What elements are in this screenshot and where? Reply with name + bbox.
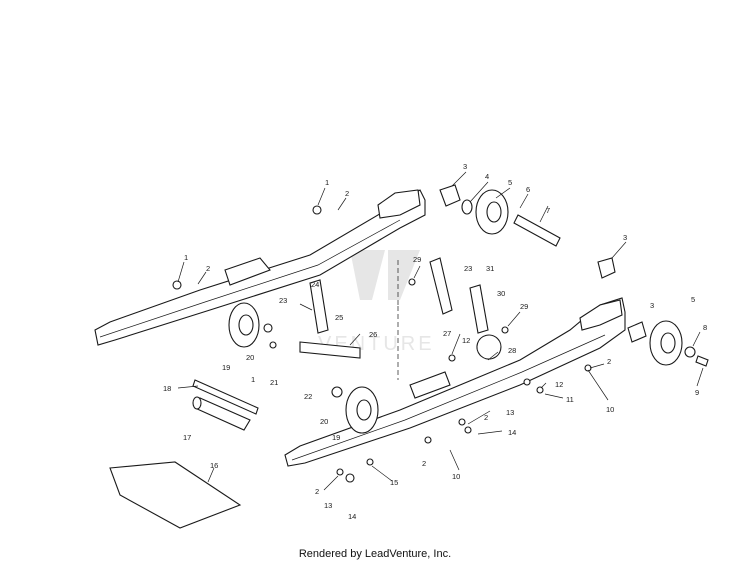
callout-5: 5 — [508, 178, 512, 187]
callout-2: 2 — [422, 459, 426, 468]
callout-7: 7 — [546, 206, 550, 215]
callout-22: 22 — [304, 392, 312, 401]
callout-11: 11 — [566, 395, 574, 404]
callout-23: 23 — [464, 264, 472, 273]
callout-21: 21 — [270, 378, 278, 387]
callout-24: 24 — [311, 280, 319, 289]
callout-1: 1 — [184, 253, 188, 262]
watermark-logo — [350, 250, 420, 300]
callout-10: 10 — [452, 472, 460, 481]
callout-14: 14 — [348, 512, 356, 521]
callout-12: 12 — [555, 380, 563, 389]
callout-19: 19 — [222, 363, 230, 372]
callout-19: 19 — [332, 433, 340, 442]
callout-8: 8 — [703, 323, 707, 332]
callout-29: 29 — [413, 255, 421, 264]
callout-13: 13 — [506, 408, 514, 417]
callout-3: 3 — [623, 233, 627, 242]
callout-2: 2 — [607, 357, 611, 366]
callouts: 1 2 1 2 3 4 5 6 7 3 29 23 31 30 29 23 24… — [163, 162, 707, 521]
callout-2: 2 — [206, 264, 210, 273]
footer-credit: Rendered by LeadVenture, Inc. — [298, 548, 452, 560]
callout-30: 30 — [497, 289, 505, 298]
callout-16: 16 — [210, 461, 218, 470]
callout-6: 6 — [526, 185, 530, 194]
callout-4: 4 — [485, 172, 489, 181]
callout-18: 18 — [163, 384, 171, 393]
callout-28: 28 — [508, 346, 516, 355]
cross-shafts — [192, 214, 561, 431]
callout-25: 25 — [335, 313, 343, 322]
callout-20: 20 — [246, 353, 254, 362]
leader-lines — [177, 171, 704, 491]
idler-wheels — [228, 189, 683, 434]
callout-2: 2 — [315, 487, 319, 496]
small-parts — [109, 184, 709, 529]
callout-29: 29 — [520, 302, 528, 311]
callout-13: 13 — [324, 501, 332, 510]
callout-1: 1 — [251, 375, 255, 384]
callout-12: 12 — [462, 336, 470, 345]
callout-20: 20 — [320, 417, 328, 426]
callout-31: 31 — [486, 264, 494, 273]
callout-9: 9 — [695, 388, 699, 397]
callout-23: 23 — [279, 296, 287, 305]
callout-17: 17 — [183, 433, 191, 442]
callout-2: 2 — [484, 413, 488, 422]
callout-10: 10 — [606, 405, 614, 414]
callout-15: 15 — [390, 478, 398, 487]
callout-3: 3 — [650, 301, 654, 310]
callout-5: 5 — [691, 295, 695, 304]
callout-27: 27 — [443, 329, 451, 338]
callout-3: 3 — [463, 162, 467, 171]
callout-14: 14 — [508, 428, 516, 437]
callout-2: 2 — [345, 189, 349, 198]
callout-26: 26 — [369, 330, 377, 339]
callout-1: 1 — [325, 178, 329, 187]
left-rail — [94, 189, 426, 346]
